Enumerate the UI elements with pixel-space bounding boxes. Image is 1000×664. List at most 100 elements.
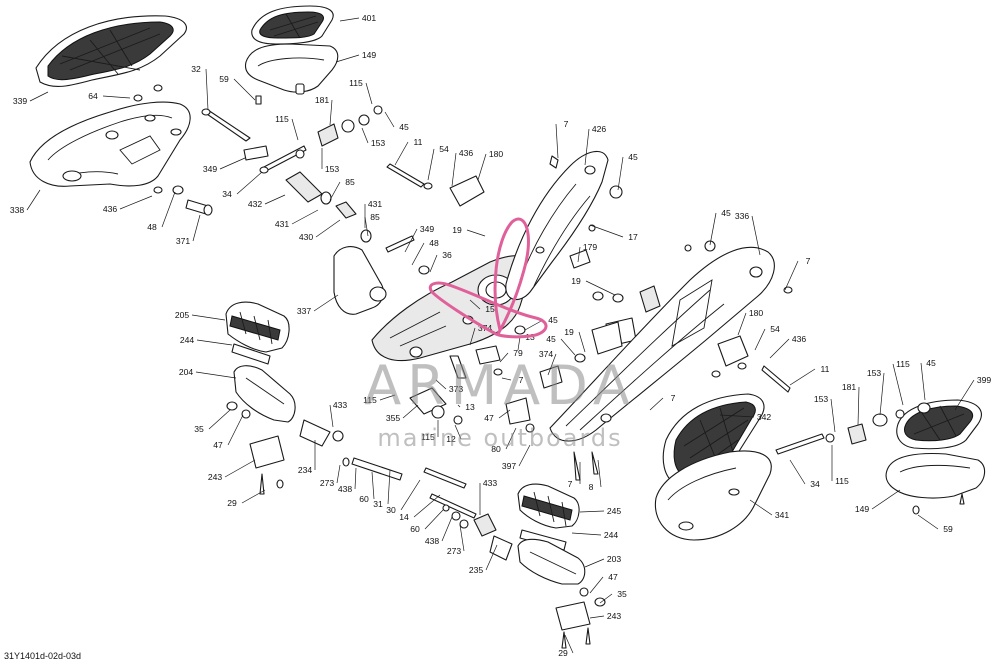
callout-leader-c436c bbox=[769, 338, 790, 359]
callout-label-c430: 430 bbox=[299, 232, 314, 242]
callout-label-c180b: 180 bbox=[749, 308, 764, 318]
callout-label-c337: 337 bbox=[297, 306, 312, 316]
callout-label-c432: 432 bbox=[248, 199, 263, 209]
callout-label-c342: 342 bbox=[757, 412, 772, 422]
footrest-pedal-203 bbox=[517, 538, 586, 585]
footrest-base-338 bbox=[29, 101, 191, 187]
callout-label-c85b: 85 bbox=[370, 212, 380, 222]
callout-label-c153b: 153 bbox=[325, 164, 340, 174]
callout-leader-c34a bbox=[236, 171, 263, 195]
callout-leader-c34b bbox=[789, 459, 806, 485]
callout-label-c431a: 431 bbox=[275, 219, 290, 229]
callout-leader-c431a bbox=[291, 209, 319, 225]
callout-label-c153a: 153 bbox=[371, 138, 386, 148]
callout-leader-c336 bbox=[751, 215, 761, 256]
callout-leader-c430 bbox=[315, 219, 341, 238]
callout-label-c35a: 35 bbox=[194, 424, 204, 434]
callout-leader-c45d bbox=[524, 319, 544, 331]
callout-leader-c115b bbox=[291, 118, 299, 141]
callout-label-c34a: 34 bbox=[222, 189, 232, 199]
callout-label-c244a: 244 bbox=[180, 335, 195, 345]
callout-label-c35b: 35 bbox=[617, 589, 627, 599]
callout-leader-c436b bbox=[119, 195, 153, 210]
callout-leader-c115e bbox=[892, 363, 904, 406]
callout-label-c374b: 374 bbox=[539, 349, 554, 359]
callout-leader-c64 bbox=[102, 95, 131, 99]
pad-244-left bbox=[231, 343, 271, 365]
callout-leader-c30 bbox=[400, 479, 421, 511]
hardware-center-top bbox=[243, 105, 485, 275]
callout-label-c85a: 85 bbox=[345, 177, 355, 187]
callout-leader-c8 bbox=[597, 459, 602, 488]
callout-label-c59a: 59 bbox=[219, 74, 229, 84]
callout-leader-c54a bbox=[427, 148, 435, 181]
callout-leader-c433a bbox=[329, 404, 334, 428]
callout-leader-c35a bbox=[208, 409, 231, 430]
callout-label-c48b: 48 bbox=[147, 222, 157, 232]
callout-leader-c45f bbox=[920, 362, 926, 401]
callout-leader-c245 bbox=[579, 510, 605, 513]
callout-leader-c36 bbox=[429, 254, 438, 273]
watermark-brand: ARMADA bbox=[364, 354, 636, 417]
hardware-right bbox=[775, 402, 965, 515]
callout-leader-c17 bbox=[589, 224, 624, 238]
callout-label-c45f: 45 bbox=[926, 358, 936, 368]
callout-leader-c19b bbox=[585, 280, 616, 296]
callout-leader-c401 bbox=[339, 17, 360, 22]
callout-label-c433a: 433 bbox=[333, 400, 348, 410]
footrest-pad-401 bbox=[251, 5, 334, 45]
callout-leader-c374b bbox=[547, 353, 557, 376]
callout-label-c180a: 180 bbox=[489, 149, 504, 159]
callout-leader-c11b bbox=[789, 368, 816, 386]
callout-leader-c60b bbox=[424, 509, 444, 530]
callout-leader-c153d bbox=[879, 372, 885, 416]
footrest-341 bbox=[654, 450, 772, 541]
footrest-342 bbox=[662, 393, 765, 486]
callout-leader-c45e bbox=[560, 338, 576, 356]
callout-label-c64: 64 bbox=[88, 91, 98, 101]
callout-leader-c339 bbox=[29, 91, 49, 102]
callout-label-c436b: 436 bbox=[103, 204, 118, 214]
callout-label-c115f: 115 bbox=[835, 476, 849, 486]
callout-label-c60a: 60 bbox=[359, 494, 369, 504]
watermark-logo bbox=[428, 217, 548, 339]
callout-label-c7a: 7 bbox=[564, 119, 569, 129]
callout-leader-c7a bbox=[555, 123, 559, 159]
callout-leader-c115c bbox=[379, 394, 396, 401]
callout-leader-c54b bbox=[754, 328, 766, 351]
callout-label-c36: 36 bbox=[442, 250, 452, 260]
callout-leader-c273a bbox=[336, 464, 341, 484]
callout-label-c11a: 11 bbox=[414, 137, 423, 147]
callout-leader-c349a bbox=[219, 157, 246, 170]
callout-leader-c13b bbox=[457, 404, 461, 408]
callout-label-c349a: 349 bbox=[203, 164, 218, 174]
callout-label-c19b: 19 bbox=[571, 276, 581, 286]
callout-label-c273a: 273 bbox=[320, 478, 335, 488]
callout-label-c80: 80 bbox=[491, 444, 501, 454]
callout-leader-c149b bbox=[871, 489, 901, 510]
callout-label-c45b: 45 bbox=[628, 152, 638, 162]
callout-leader-c48a bbox=[411, 242, 425, 266]
callout-label-c29a: 29 bbox=[227, 498, 237, 508]
callout-label-c397: 397 bbox=[502, 461, 517, 471]
diagram-reference-code: 31Y1401d-02d-03d bbox=[4, 651, 81, 661]
callout-label-c181a: 181 bbox=[315, 95, 330, 105]
callout-leader-c438b bbox=[441, 516, 453, 542]
callout-leader-c59a bbox=[233, 78, 256, 101]
footrest-pedal-205 bbox=[225, 301, 290, 353]
callout-leader-c180a bbox=[477, 153, 487, 181]
callout-label-c11b: 11 bbox=[821, 364, 830, 374]
bracket-149-bottom bbox=[885, 453, 986, 499]
callout-label-c431b: 431 bbox=[368, 199, 383, 209]
callout-label-c13b: 13 bbox=[465, 402, 475, 412]
callout-leader-c45b bbox=[617, 156, 624, 191]
callout-leader-c149a bbox=[335, 54, 360, 63]
callout-leader-c273b bbox=[459, 524, 465, 552]
callout-label-c8: 8 bbox=[589, 482, 594, 492]
callout-label-c203: 203 bbox=[607, 554, 622, 564]
callout-label-c34b: 34 bbox=[810, 479, 820, 489]
callout-label-c438b: 438 bbox=[425, 536, 440, 546]
callout-leader-c179 bbox=[577, 246, 581, 263]
callout-leader-c153a bbox=[361, 127, 369, 144]
callout-label-c153c: 153 bbox=[814, 394, 829, 404]
